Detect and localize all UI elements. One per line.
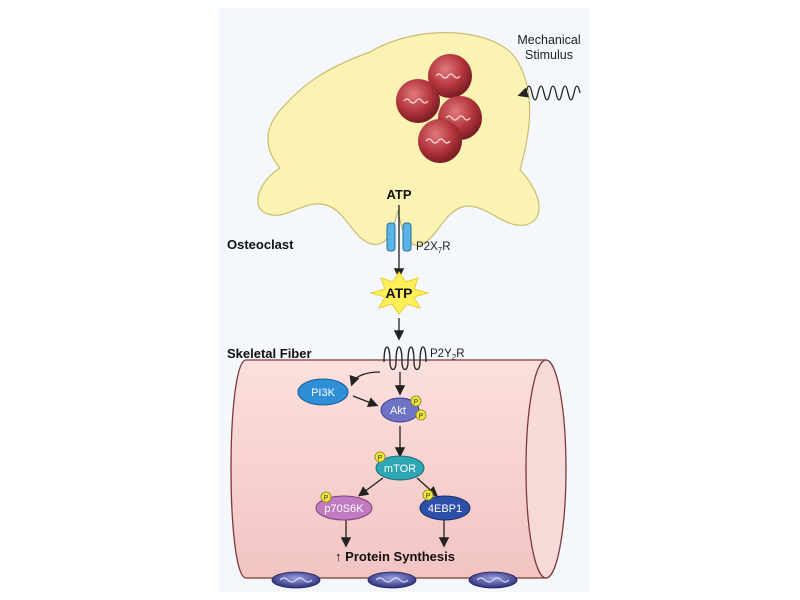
stimulus-arrow	[517, 87, 530, 98]
pi3k-to-akt-arrow	[352, 395, 379, 408]
p2y2-receptor-icon	[383, 346, 427, 371]
4ebp1-node	[419, 495, 471, 521]
phospho-label: P	[414, 399, 419, 406]
atp-intracellular-label: ATP	[386, 187, 411, 202]
phospho-label: P	[324, 495, 329, 502]
skeletal-fiber-label: Skeletal Fiber	[227, 346, 312, 361]
akt-label: Akt	[390, 405, 406, 417]
p2y2-to-pi3k-arrow	[349, 371, 381, 387]
mechanical-stimulus-label-line2: Stimulus	[525, 48, 573, 62]
stimulus-wave-icon	[525, 85, 581, 101]
pi3k-node	[297, 378, 349, 406]
mtor-to-p70s6k-arrow	[357, 477, 384, 497]
nucleus	[396, 79, 440, 123]
phospho-akt-2	[415, 409, 427, 421]
p2y2-receptor-label: P2Y2R	[430, 348, 465, 362]
p70s6k-label: p70S6K	[324, 503, 364, 515]
phospho-label: P	[378, 455, 383, 462]
phospho-label: P	[426, 493, 431, 500]
mtor-to-4ebp1-arrow	[416, 477, 438, 497]
phospho-akt-1	[410, 395, 422, 407]
phospho-label: P	[419, 413, 424, 420]
phospho-4ebp1	[422, 489, 434, 501]
p2x7-receptor-label: P2X7R	[416, 241, 451, 255]
myonuclei-row	[271, 571, 518, 589]
osteoclast-label: Osteoclast	[227, 237, 294, 252]
pi3k-label: PI3K	[311, 387, 336, 399]
nuclei-cluster	[396, 54, 482, 163]
p70s6k-node	[315, 495, 373, 521]
mtor-node	[375, 455, 425, 481]
atp-burst-icon	[369, 271, 430, 315]
phospho-mtor	[374, 451, 386, 463]
p2x7-channel-icon	[386, 205, 412, 279]
4ebp1-label: 4EBP1	[428, 503, 462, 515]
atp-released-label: ATP	[386, 285, 413, 301]
phospho-p70s6k	[320, 491, 332, 503]
mechanical-stimulus-label-line1: Mechanical	[517, 33, 580, 47]
nucleus	[418, 119, 462, 163]
nucleus	[428, 54, 472, 98]
protein-synthesis-label: ↑ Protein Synthesis	[335, 549, 455, 564]
mtor-label: mTOR	[384, 463, 416, 475]
